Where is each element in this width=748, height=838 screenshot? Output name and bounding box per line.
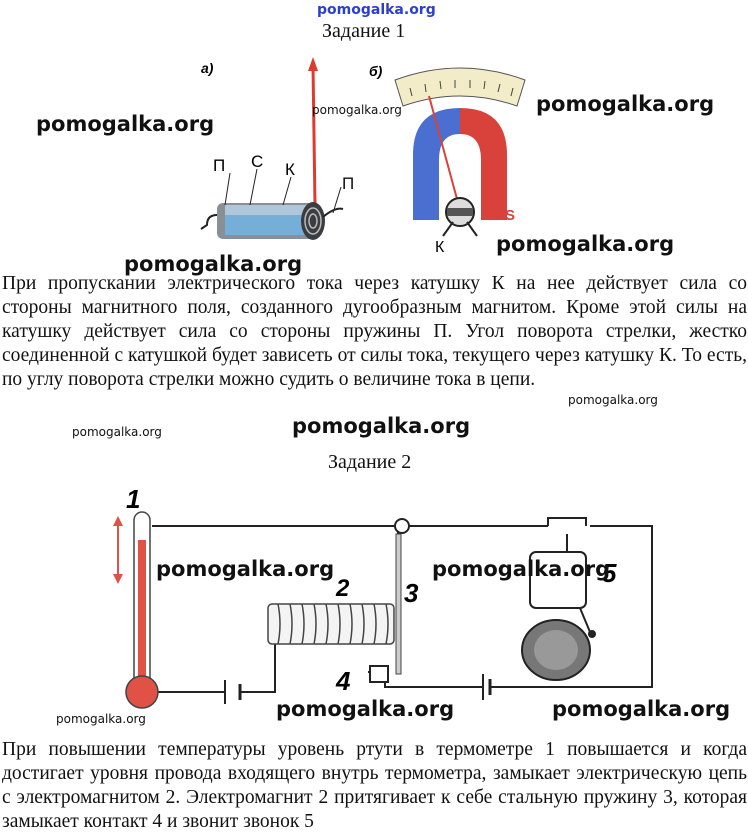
label-south: S <box>505 207 515 224</box>
label-spring-right: П <box>342 174 355 193</box>
figure-a-label: а) <box>201 60 214 76</box>
figure-b-label: б) <box>369 63 383 79</box>
bell-housing <box>529 551 587 609</box>
task1-paragraph: При пропускании электрического тока чере… <box>2 273 747 390</box>
steel-spring <box>395 533 402 675</box>
bell-hammer <box>588 630 596 638</box>
task2-paragraph: При повышении температуры уровень ртути … <box>2 739 747 832</box>
figure-circuit: 1 2 3 4 5 <box>113 484 653 709</box>
site-watermark-top: pomogalka.org <box>317 2 436 18</box>
label-coil: К <box>285 160 295 179</box>
scale-ticks <box>409 80 514 97</box>
label-spring: 3 <box>404 578 419 608</box>
galvanometer-pointer <box>428 95 461 211</box>
site-watermark: pomogalka.org <box>536 92 715 116</box>
site-watermark: pomogalka.org <box>156 557 335 581</box>
site-watermark: pomogalka.org <box>312 103 402 117</box>
figure-b-galvanometer: б) N S К <box>369 63 526 255</box>
site-watermark: pomogalka.org <box>292 414 471 438</box>
site-watermark: pomogalka.org <box>568 393 658 407</box>
site-watermark: pomogalka.org <box>552 697 731 721</box>
spring-pivot <box>394 518 410 534</box>
label-spring-left: П <box>213 156 225 175</box>
label-electromagnet: 2 <box>335 575 350 602</box>
site-watermark: pomogalka.org <box>36 112 215 136</box>
label-north: N <box>415 207 426 224</box>
label-bell: 5 <box>602 558 617 588</box>
task2-heading: Задание 2 <box>328 451 412 473</box>
label-galv-coil: К <box>435 239 445 255</box>
site-watermark: pomogalka.org <box>124 252 303 276</box>
scale-plate <box>394 67 526 107</box>
site-watermark: pomogalka.org <box>72 425 162 439</box>
label-thermometer: 1 <box>126 484 140 514</box>
pointer-arrow <box>311 64 317 206</box>
thermometer-mercury <box>138 540 146 690</box>
task1-heading: Задание 1 <box>322 20 406 42</box>
label-core: С <box>251 152 263 171</box>
spring-left <box>200 214 218 230</box>
thermometer-bulb <box>125 675 159 709</box>
contact <box>369 665 389 683</box>
site-watermark: pomogalka.org <box>56 712 146 726</box>
site-watermark: pomogalka.org <box>432 557 611 581</box>
site-watermark: pomogalka.org <box>496 232 675 256</box>
electromagnet-coil <box>267 603 395 645</box>
label-contact: 4 <box>335 666 351 696</box>
site-watermark: pomogalka.org <box>276 697 455 721</box>
figure-a-coil: а) П С К <box>200 57 344 240</box>
arrow-head <box>308 57 318 71</box>
magnet-south <box>460 108 507 220</box>
magnet-north <box>413 108 460 220</box>
